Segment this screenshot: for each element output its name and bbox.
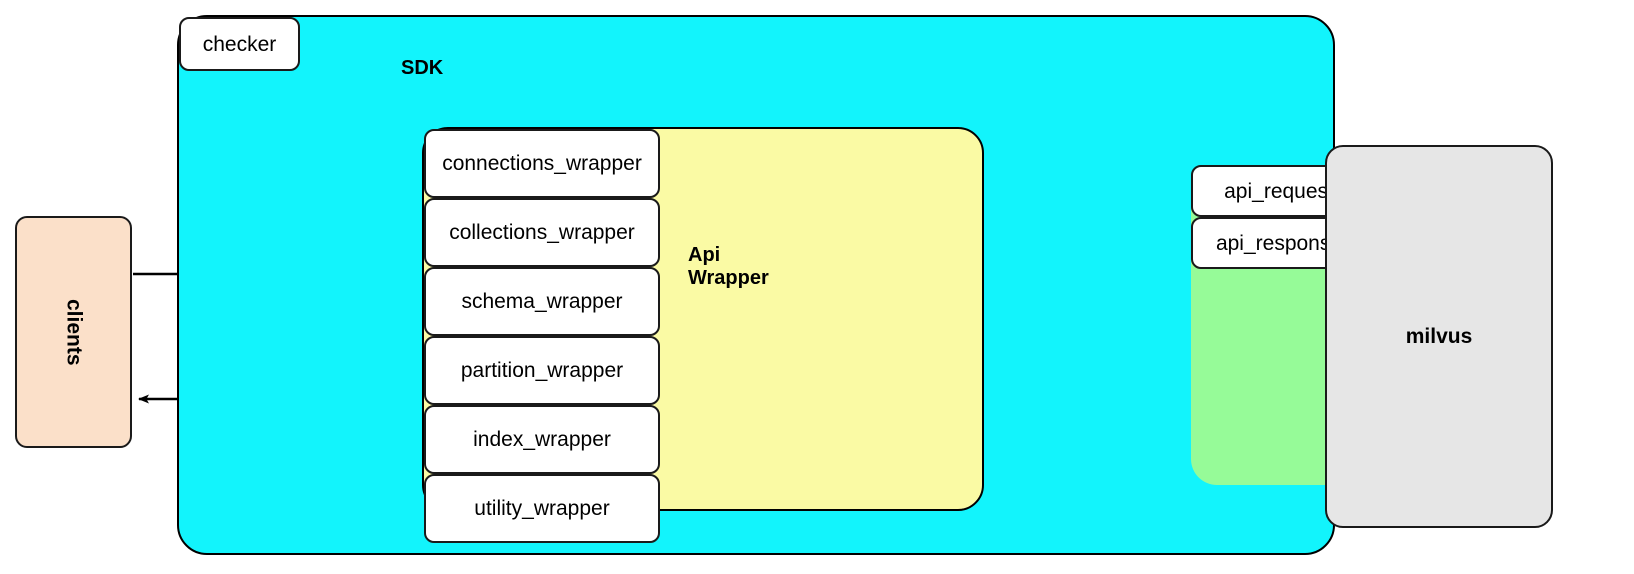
sdk-container[interactable]: SDK Api Wrapper connections_wrapper coll… [177, 15, 1464, 555]
checker-box[interactable]: checker [179, 17, 300, 71]
api-wrapper-label: Api Wrapper [688, 244, 769, 289]
partition-wrapper-box[interactable]: partition_wrapper [424, 336, 660, 405]
api-wrapper-container[interactable]: Api Wrapper connections_wrapper collecti… [422, 127, 984, 543]
sdk-label: SDK [401, 57, 444, 79]
utility-wrapper-box[interactable]: utility_wrapper [424, 474, 660, 543]
clients-label: clients [62, 298, 86, 366]
index-wrapper-box[interactable]: index_wrapper [424, 405, 660, 474]
milvus-node[interactable]: milvus [1325, 145, 1553, 528]
collections-wrapper-box[interactable]: collections_wrapper [424, 198, 660, 267]
connections-wrapper-box[interactable]: connections_wrapper [424, 129, 660, 198]
clients-node[interactable]: clients [15, 216, 132, 448]
schema-wrapper-box[interactable]: schema_wrapper [424, 267, 660, 336]
